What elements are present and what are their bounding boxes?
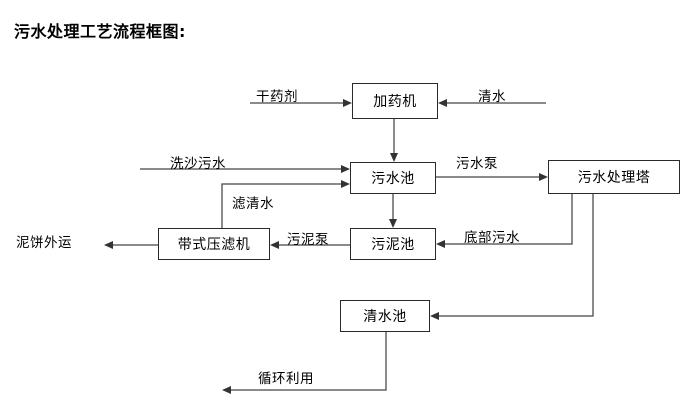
edge-tower-to-cwpool — [430, 194, 594, 320]
edge-sludge-to-press — [270, 241, 350, 249]
node-belt-filter-press[interactable]: 带式压滤机 — [158, 228, 270, 260]
edge-label-sludge-pump: 污泥泵 — [287, 232, 329, 248]
node-label: 清水池 — [363, 309, 407, 325]
edge-press-to-mudcake — [104, 241, 158, 249]
edge-label-bottom-wastewater: 底部污水 — [464, 230, 520, 246]
edge-label-clean-water: 清水 — [478, 89, 506, 105]
node-wastewater-pool[interactable]: 污水池 — [350, 162, 436, 194]
node-label: 污水处理塔 — [577, 170, 651, 186]
node-dosing-machine[interactable]: 加药机 — [352, 83, 438, 119]
edge-label-filtrate: 滤清水 — [232, 196, 274, 212]
node-label: 带式压滤机 — [177, 237, 251, 253]
edge-wwpool-to-tower — [436, 173, 548, 181]
edge-tower-to-sludge — [436, 194, 573, 248]
edge-label-sand-wash-wastewater: 洗沙污水 — [170, 156, 226, 172]
node-label: 污泥池 — [371, 237, 415, 253]
edge-sandwash-to-wwpool — [140, 165, 350, 173]
node-label: 污水池 — [371, 171, 415, 187]
edge-label-recycle: 循环利用 — [258, 371, 314, 387]
terminal-label-mudcake-out: 泥饼外运 — [16, 235, 72, 251]
edge-dosing-to-wwpool — [390, 119, 398, 162]
edge-filtrate-to-wwpool — [221, 180, 350, 228]
node-sludge-pool[interactable]: 污泥池 — [350, 228, 436, 260]
node-clean-water-pool[interactable]: 清水池 — [340, 300, 430, 332]
edge-label-dry-reagent: 干药剂 — [256, 89, 298, 105]
edge-wwpool-to-sludge — [389, 194, 397, 228]
edge-clean-water-to-dosing — [438, 99, 546, 107]
page-title: 污水处理工艺流程框图: — [14, 22, 186, 41]
node-label: 加药机 — [373, 94, 417, 110]
node-treatment-tower[interactable]: 污水处理塔 — [548, 160, 680, 194]
edge-dry-reagent-to-dosing — [250, 99, 352, 107]
edge-label-wastewater-pump: 污水泵 — [456, 156, 498, 172]
edge-cwpool-to-recycle — [222, 332, 387, 394]
